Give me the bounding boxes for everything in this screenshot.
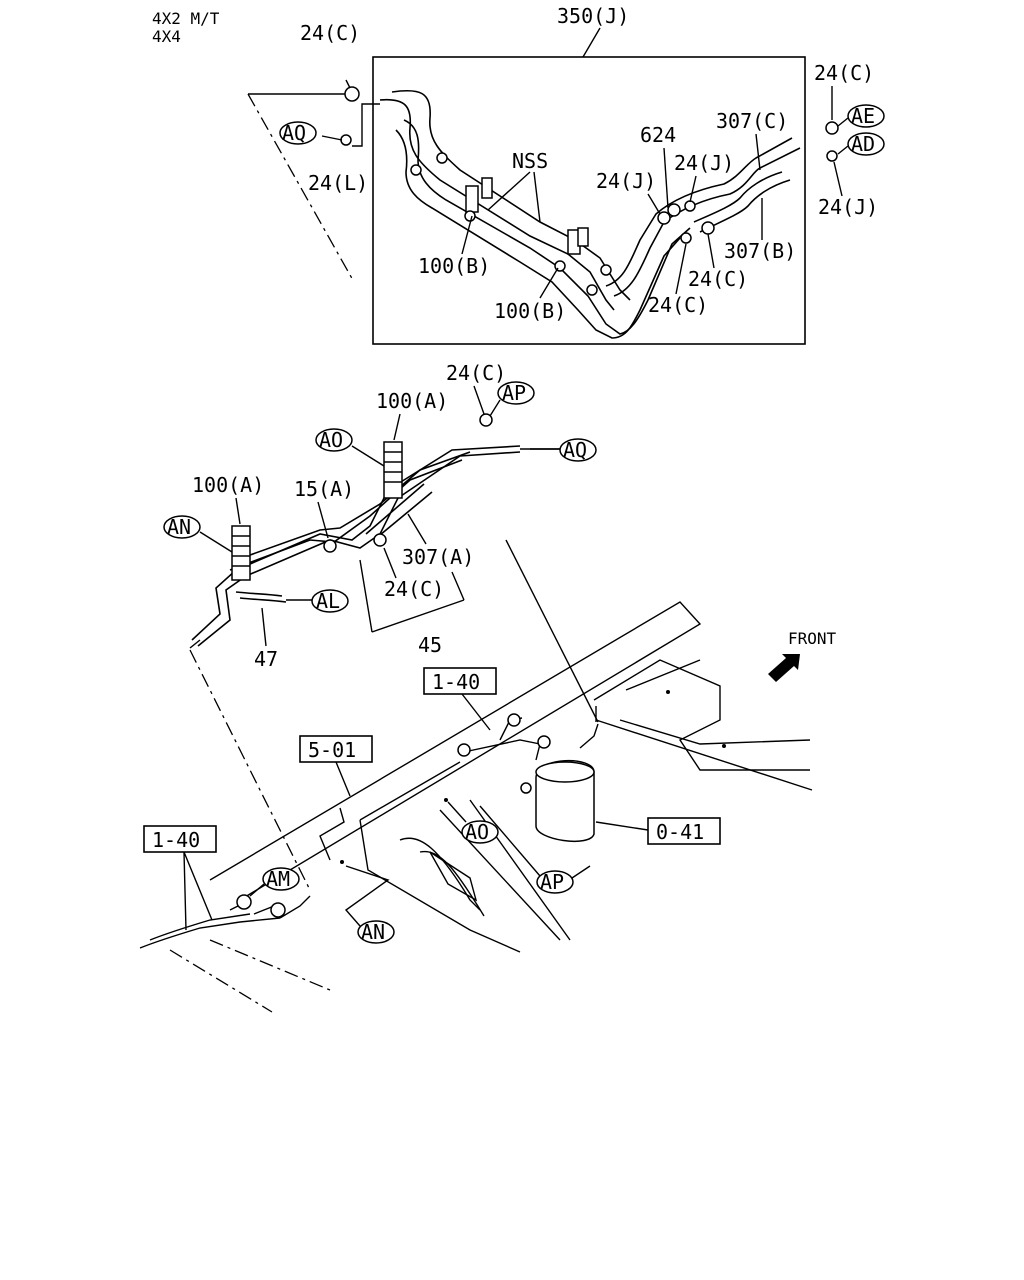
fuel-hose-assembly	[340, 86, 839, 339]
callout-47: 47	[254, 647, 278, 671]
clamp-24c-mid-icon	[373, 533, 387, 547]
callout-aq-top-oval	[279, 121, 317, 145]
detail-box-ref-leader	[582, 27, 601, 58]
callout-24l: 24(L)	[308, 171, 368, 195]
callout-ao-top: AO	[319, 428, 343, 452]
callout-24j-1: 24(J)	[596, 169, 656, 193]
callout-24c-top: 24(C)	[300, 21, 360, 45]
callout-nss: NSS	[512, 149, 548, 173]
callout-ap-top-oval	[497, 381, 535, 405]
callout-aq-mid: AQ	[563, 438, 587, 462]
clip-100a-left	[231, 525, 251, 581]
callout-24j-2: 24(J)	[674, 151, 734, 175]
callout-100a-top: 100(A)	[376, 389, 448, 413]
callout-307a: 307(A)	[402, 545, 474, 569]
clamp-ad-icon	[826, 150, 838, 162]
callout-ao-bottom: AO	[465, 820, 489, 844]
connector-am-icon	[236, 894, 252, 910]
ref-1-40-top: 1-40	[432, 670, 480, 694]
callout-an-left-oval	[163, 515, 201, 539]
callout-24c-3: 24(C)	[648, 293, 708, 317]
callout-24c-mid: 24(C)	[446, 361, 506, 385]
front-arrow-icon	[768, 654, 800, 682]
ref-box-1-40-top	[423, 667, 497, 695]
callout-624: 624	[640, 123, 676, 147]
callout-24c-2: 24(C)	[688, 267, 748, 291]
callout-24c-topright: 24(C)	[814, 61, 874, 85]
header-model-line1: 4X2 M/T	[152, 9, 220, 28]
callout-ae: AE	[851, 104, 875, 128]
callout-am-oval	[262, 867, 300, 891]
callout-ad: AD	[851, 132, 875, 156]
callout-100b-1: 100(B)	[418, 254, 490, 278]
ref-1-40-left: 1-40	[152, 828, 200, 852]
callout-45: 45	[418, 633, 442, 657]
callout-24j-right: 24(J)	[818, 195, 878, 219]
fuel-pipe-assembly	[189, 413, 560, 649]
ref-box-1-40-left	[143, 825, 217, 853]
detail-box-frame	[372, 56, 806, 345]
callout-an-bottom: AN	[361, 920, 385, 944]
chassis-frame-view	[139, 601, 813, 1013]
callout-an-left: AN	[167, 515, 191, 539]
header-model-line2: 4X4	[152, 27, 181, 46]
callout-ap-bottom-oval	[536, 870, 574, 894]
ref-box-0-41	[647, 817, 721, 845]
clamp-24c-icon	[344, 86, 360, 102]
callout-al: AL	[316, 589, 340, 613]
ref-5-01: 5-01	[308, 738, 356, 762]
callout-ae-oval	[847, 104, 885, 128]
detail-box-ref-label: 350(J)	[557, 4, 629, 28]
callout-ad-oval	[847, 132, 885, 156]
callout-aq-mid-oval	[559, 438, 597, 462]
clamp-ae-icon	[825, 121, 839, 135]
callout-al-oval	[311, 589, 349, 613]
clip-100a-top	[383, 441, 403, 499]
callout-ap-bottom: AP	[540, 870, 564, 894]
callout-ao-bottom-oval	[461, 820, 499, 844]
callout-100a-left: 100(A)	[192, 473, 264, 497]
clamp-24c-upper-icon	[479, 413, 493, 427]
front-label: FRONT	[788, 629, 837, 648]
ref-box-5-01	[299, 735, 373, 763]
callout-100b-2: 100(B)	[494, 299, 566, 323]
callout-ao-top-oval	[315, 428, 353, 452]
callout-aq-top: AQ	[282, 121, 306, 145]
callout-ap-top: AP	[502, 381, 526, 405]
ref-0-41: 0-41	[656, 820, 704, 844]
callout-an-bottom-oval	[357, 920, 395, 944]
clamp-24l-icon	[340, 134, 352, 146]
detail-box-350j: 350(J)	[340, 4, 839, 345]
callout-am: AM	[266, 867, 290, 891]
callout-307c: 307(C)	[716, 109, 788, 133]
callout-307b: 307(B)	[724, 239, 796, 263]
clamp-15a-icon	[323, 539, 337, 553]
callout-24c-low: 24(C)	[384, 577, 444, 601]
callout-15a: 15(A)	[294, 477, 354, 501]
